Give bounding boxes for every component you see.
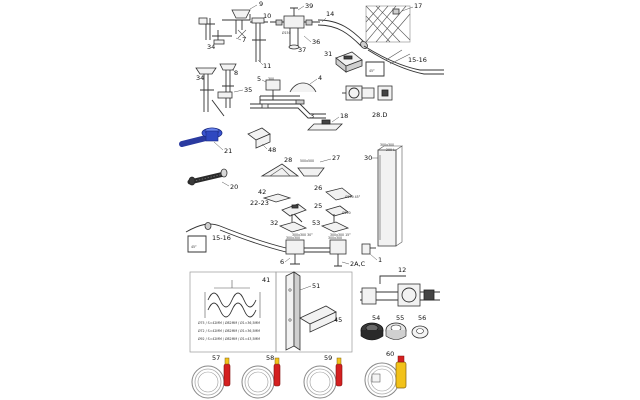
part-12-inline-fan — [360, 275, 440, 307]
part-48-bracket — [247, 127, 271, 149]
callout-31: 31 — [324, 50, 332, 58]
callout-36: 36 — [312, 38, 320, 46]
part-15-16-lower-duct: 45° 300x300 300x300 — [185, 222, 376, 267]
callout-21: 21 — [224, 147, 232, 155]
callout-59: 59 — [324, 354, 332, 362]
callout-6: 6 — [280, 258, 284, 266]
part-30-tall-tank: 300x300 200 L — [377, 143, 403, 247]
callout-9: 9 — [259, 0, 263, 8]
part-54-grommet — [360, 322, 384, 341]
callout-4: 4 — [318, 74, 322, 82]
callout-48: 48 — [268, 146, 276, 154]
spec-line-3: Ø92 / S=42MM / Ø82MM / Ø1=43,5MM — [198, 336, 260, 341]
callout-14: 14 — [326, 10, 334, 18]
callout-5: 5 — [257, 75, 261, 83]
part-27-flat-base: 500x500 — [297, 159, 325, 177]
part-59-thermostat-coil — [303, 357, 343, 399]
callout-53: 53 — [312, 219, 320, 227]
callout-56: 56 — [418, 314, 426, 322]
part-22-23-flashing — [281, 203, 307, 217]
part-55-grommet — [385, 322, 407, 340]
part-32-angled-base: 300x300 30° — [278, 213, 313, 237]
part-9-branch-pipes — [198, 9, 251, 45]
part-51-45-bracket-box — [275, 271, 353, 353]
callout-20: 20 — [230, 183, 238, 191]
part-26-elbow-flashing: Ø150 45° — [325, 187, 361, 201]
callout-45: 45 — [334, 316, 342, 324]
part-14-curved-duct — [317, 19, 368, 50]
callout-37: 37 — [298, 46, 306, 54]
callout-25: 25 — [314, 202, 322, 210]
svg-text:200 L: 200 L — [386, 148, 395, 152]
part-3-pipe-section — [250, 103, 326, 119]
callout-57: 57 — [212, 354, 220, 362]
callout-58: 58 — [266, 354, 274, 362]
callout-60: 60 — [386, 350, 394, 358]
callout-15-16-bottom: 15-16 — [212, 234, 231, 242]
part-28D-fan-unit — [342, 85, 393, 101]
callout-28D: 28.D — [372, 111, 387, 119]
callout-3: 3 — [310, 112, 314, 120]
part-25-flashing: Ø150 — [325, 205, 351, 217]
callout-22-23: 22-23 — [250, 199, 269, 207]
spec-line-1: Ø75 / S=42MM / Ø82MM / Ø1=36,5MM — [198, 320, 260, 325]
spec-line-2: Ø72 / S=42MM / Ø82MM / Ø1=36,5MM — [198, 328, 260, 333]
part-57-thermostat-coil — [191, 357, 231, 399]
svg-text:Ø150 45°: Ø150 45° — [345, 194, 361, 199]
callout-34-top: 34 — [207, 43, 215, 51]
part-42-small-flashing — [262, 193, 292, 203]
callout-15-16-top: 15-16 — [408, 56, 427, 64]
part-53-angled-base: 300x300 15° — [320, 214, 351, 237]
svg-text:500x500: 500x500 — [300, 159, 314, 163]
part-36-tee-box: Ø150 — [270, 7, 320, 50]
svg-text:300x300: 300x300 — [328, 236, 342, 240]
callout-32: 32 — [270, 219, 278, 227]
part-41-spec-box: Ø75 / S=42MM / Ø82MM / Ø1=36,5MM Ø72 / S… — [189, 271, 277, 353]
callout-11: 11 — [263, 62, 271, 70]
callout-10: 10 — [263, 12, 271, 20]
callout-54: 54 — [372, 314, 380, 322]
callout-17: 17 — [414, 2, 422, 10]
part-60-thermostat-module — [364, 355, 407, 398]
svg-text:45°: 45° — [191, 245, 197, 249]
part-31-cap — [335, 51, 363, 73]
part-56-grommet — [411, 325, 429, 339]
callout-30: 30 — [364, 154, 372, 162]
callout-26: 26 — [314, 184, 322, 192]
callout-42: 42 — [258, 188, 266, 196]
part-4-5-box-assembly: 300 — [259, 77, 317, 105]
svg-text:300: 300 — [268, 77, 274, 81]
callout-2A-C: 2A,C — [350, 260, 366, 268]
svg-text:Ø150: Ø150 — [342, 210, 351, 215]
callout-39: 39 — [305, 2, 313, 10]
callout-34-mid: 34 — [196, 74, 204, 82]
callout-35: 35 — [244, 86, 252, 94]
part-20-flex-hose — [187, 168, 228, 186]
part-17-grid-panel — [365, 5, 411, 43]
part-10-11-hanger — [250, 17, 268, 62]
svg-text:300x300: 300x300 — [286, 236, 300, 240]
callout-7: 7 — [242, 36, 246, 44]
callout-1: 1 — [378, 256, 382, 264]
callout-12: 12 — [398, 266, 406, 274]
part-21-blue-pipe — [179, 127, 223, 147]
part-34-8-hangers — [195, 63, 237, 117]
callout-18: 18 — [340, 112, 348, 120]
part-28-roof-flashing — [260, 163, 300, 177]
svg-text:300x300 15°: 300x300 15° — [330, 233, 351, 237]
callout-27: 27 — [332, 154, 340, 162]
callout-28: 28 — [284, 156, 292, 164]
part-58-thermostat-coil — [241, 357, 281, 399]
svg-text:Ø150: Ø150 — [282, 30, 291, 35]
callout-55: 55 — [396, 314, 404, 322]
part-15-16-roof-flashing-top: 45° — [363, 45, 444, 77]
svg-text:45°: 45° — [369, 69, 375, 73]
svg-text:300x300: 300x300 — [380, 143, 394, 147]
part-18-base-plate — [307, 119, 343, 131]
svg-text:300x300 30°: 300x300 30° — [292, 233, 313, 237]
callout-41: 41 — [262, 276, 270, 284]
callout-51: 51 — [312, 282, 320, 290]
callout-8: 8 — [234, 69, 238, 77]
